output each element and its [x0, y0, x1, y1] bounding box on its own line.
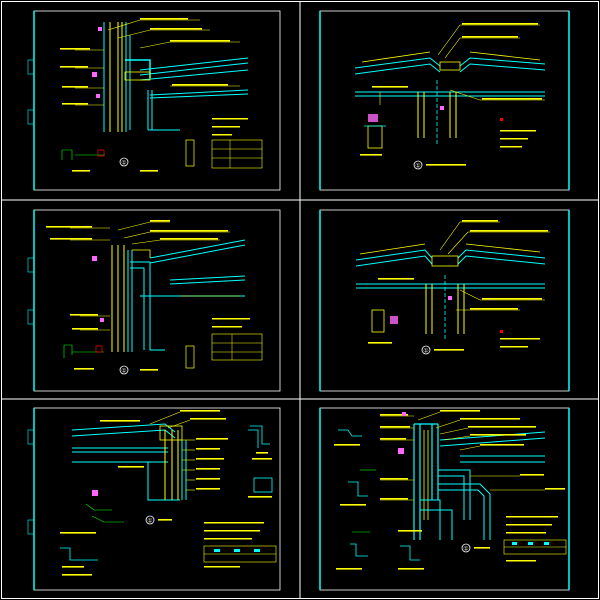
panel-4-detail-number: ①: [423, 348, 428, 355]
panel-2: ①: [319, 10, 570, 191]
panel-6-detail-number: ①: [463, 546, 468, 553]
panel-2-detail-marker: [413, 160, 423, 170]
panel-1-detail-number: ①: [121, 160, 126, 167]
panel-5-roof: [71, 423, 180, 501]
panel-6-column: [413, 423, 439, 540]
panel-1-detail-marker: [119, 157, 129, 167]
panel-3-detail-number: ①: [121, 368, 126, 375]
panel-2-detail-number: ①: [415, 163, 420, 170]
panel-6-detail-marker: [461, 543, 471, 553]
panel-5-detail-number: ①: [147, 518, 152, 525]
panel-6: ①: [319, 407, 570, 591]
panel-3: ①: [27, 209, 281, 392]
panel-4: ①: [319, 209, 570, 392]
panel-4-detail-marker: [421, 345, 431, 355]
panel-1: ①: [27, 10, 281, 191]
panel-6-roof: [420, 431, 546, 540]
panel-5: ①: [27, 407, 281, 591]
panel-1-notes: [212, 118, 248, 136]
panel-3-column: [111, 245, 125, 352]
panel-5-detail-marker: [145, 515, 155, 525]
panel-1-column: [109, 22, 123, 132]
panel-2-column: [417, 92, 457, 138]
panel-1-leaders: [75, 19, 240, 106]
panel-1-roof: [139, 57, 249, 131]
panel-1-table: [211, 139, 263, 169]
panel-3-detail-marker: [119, 365, 129, 375]
panel-4-roof: [355, 249, 546, 289]
